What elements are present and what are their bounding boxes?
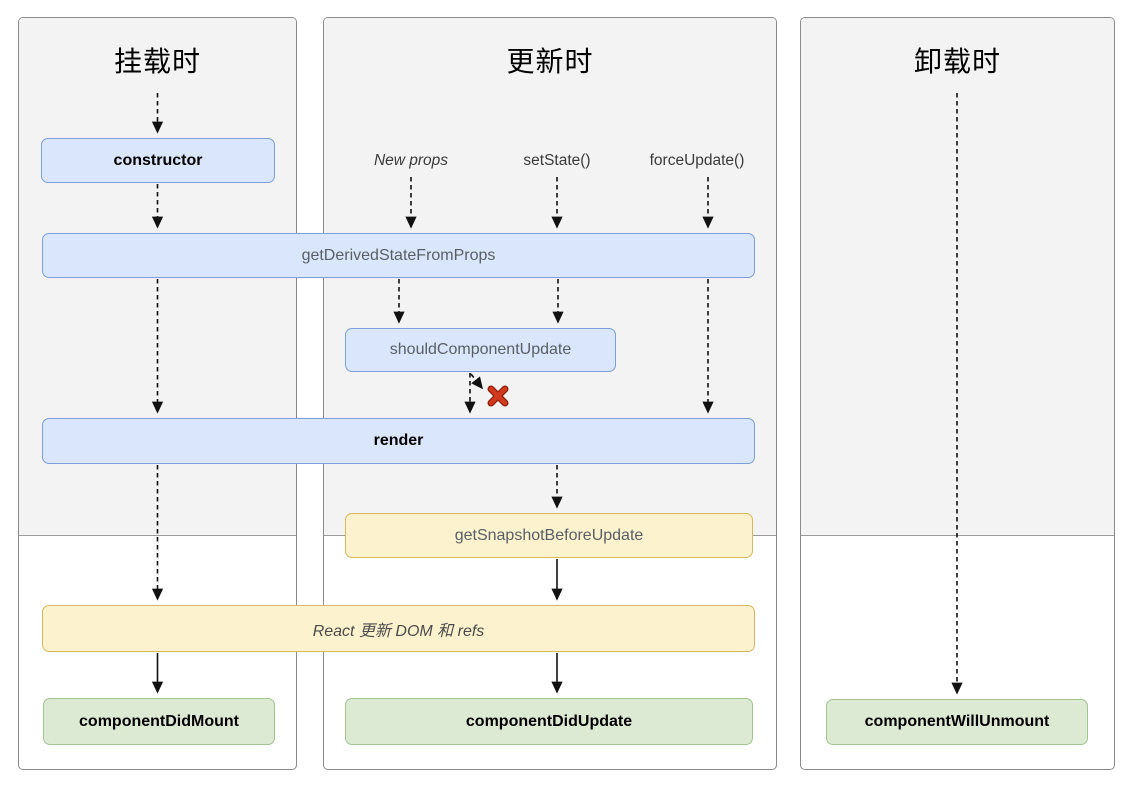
panel-unmounting [800, 17, 1115, 770]
title-updating: 更新时 [506, 46, 594, 77]
box-get-snapshot-before-update[interactable]: getSnapshotBeforeUpdate [345, 513, 753, 558]
panel-unmounting-shaded-area [801, 18, 1114, 536]
box-react-updates-dom-and-refs: React 更新 DOM 和 refs [42, 605, 755, 652]
title-unmounting: 卸载时 [913, 46, 1001, 77]
box-get-derived-state-from-props[interactable]: getDerivedStateFromProps [42, 233, 755, 278]
title-mounting: 挂载时 [113, 46, 201, 77]
box-constructor[interactable]: constructor [41, 138, 275, 183]
box-component-did-update[interactable]: componentDidUpdate [345, 698, 753, 745]
panel-updating [323, 17, 777, 770]
trigger-force-update: forceUpdate() [649, 152, 745, 169]
box-component-will-unmount[interactable]: componentWillUnmount [826, 699, 1088, 745]
panel-mounting [18, 17, 297, 770]
box-render[interactable]: render [42, 418, 755, 464]
trigger-new-props: New props [373, 152, 449, 169]
box-component-did-mount[interactable]: componentDidMount [43, 698, 275, 745]
box-should-component-update[interactable]: shouldComponentUpdate [345, 328, 616, 372]
trigger-set-state: setState() [523, 152, 591, 169]
